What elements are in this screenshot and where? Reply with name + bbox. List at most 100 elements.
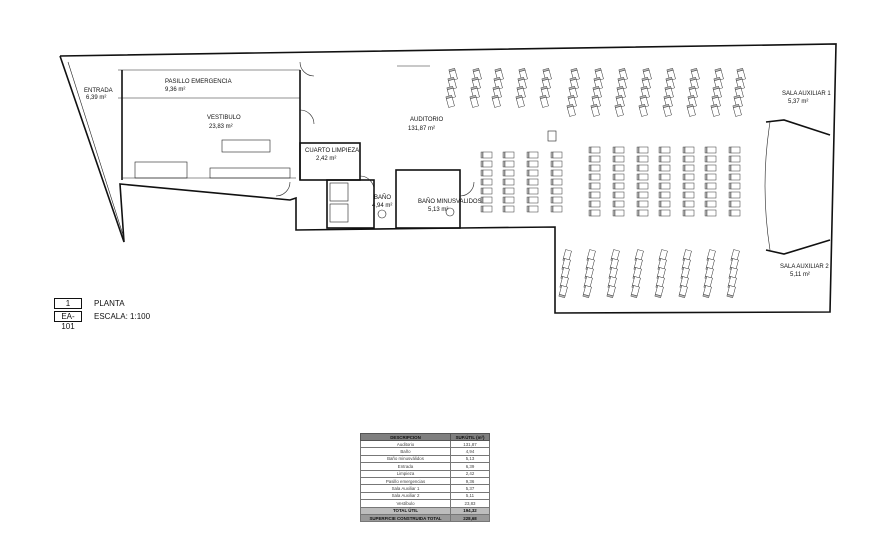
header-surface: SUP.ÚTIL (m²) — [450, 433, 490, 441]
row-value: 2,42 — [450, 469, 490, 478]
room-label-entrada: ENTRADA — [84, 88, 113, 94]
seat — [658, 173, 671, 181]
seat — [588, 209, 601, 217]
seat — [728, 155, 741, 163]
seat — [704, 155, 717, 163]
seat — [588, 191, 601, 199]
seat — [526, 205, 539, 213]
room-area-pasillo: 9,36 m² — [165, 87, 185, 93]
seat — [686, 104, 696, 117]
seat — [728, 191, 741, 199]
seat — [469, 95, 479, 108]
seat — [682, 182, 695, 190]
seat — [582, 285, 592, 298]
bath-walls — [326, 179, 375, 229]
built-label: SUPERFICIE CONSTRUIDA TOTAL — [360, 513, 451, 523]
seat — [704, 209, 717, 217]
room-label-bano: BAÑO — [374, 194, 391, 201]
seat — [658, 146, 671, 154]
seat — [702, 285, 712, 298]
row-value: 5,13 — [450, 454, 490, 464]
sheet-number: 1 — [54, 298, 82, 309]
seat — [550, 205, 563, 213]
seat — [539, 95, 549, 108]
room-label-vestibulo: VESTIBULO — [207, 115, 241, 121]
seat — [682, 146, 695, 154]
room-area-sala-aux-1: 5,37 m² — [788, 99, 808, 105]
seat — [728, 200, 741, 208]
room-area-auditorio: 131,87 m² — [408, 126, 435, 132]
seat — [480, 205, 493, 213]
seat — [638, 104, 648, 117]
reception-desk — [221, 139, 271, 153]
toilet-stall-2 — [329, 203, 349, 223]
seat — [491, 95, 501, 108]
sala-aux-1-wall — [765, 119, 831, 136]
seat — [550, 187, 563, 195]
seat — [726, 285, 736, 298]
seat — [550, 160, 563, 168]
seat — [710, 104, 720, 117]
stage-curve — [764, 121, 771, 251]
toilet — [377, 209, 387, 219]
seat — [515, 95, 525, 108]
seat — [502, 169, 515, 177]
seat — [728, 164, 741, 172]
seat — [588, 155, 601, 163]
toilet-2 — [445, 207, 455, 217]
room-area-sala-aux-2: 5,11 m² — [790, 272, 810, 278]
seat — [636, 173, 649, 181]
seat — [502, 205, 515, 213]
outer-wall — [59, 43, 837, 314]
built-value: 228,68 — [450, 513, 490, 523]
row-value: 4,94 — [450, 447, 490, 456]
seat — [588, 182, 601, 190]
seat — [526, 151, 539, 159]
room-area-entrada: 6,39 m² — [86, 95, 106, 101]
seat — [480, 196, 493, 204]
seat — [704, 164, 717, 172]
seat — [588, 200, 601, 208]
seat — [658, 191, 671, 199]
seat — [614, 104, 624, 117]
seat — [502, 151, 515, 159]
row-value: 5,11 — [450, 491, 490, 501]
seat — [588, 173, 601, 181]
seat — [612, 209, 625, 217]
seat — [612, 191, 625, 199]
room-area-bano-minusvalidos: 5,13 m² — [428, 207, 448, 213]
row-value: 23,83 — [450, 499, 490, 508]
seating-area — [445, 68, 746, 298]
seat — [658, 155, 671, 163]
seat — [480, 187, 493, 195]
seat — [658, 182, 671, 190]
seat — [704, 182, 717, 190]
door-arc — [299, 109, 315, 125]
disabled-bath-walls — [395, 169, 461, 229]
door-arc — [359, 175, 375, 191]
seat — [445, 95, 455, 108]
row-value: 9,36 — [450, 476, 490, 486]
total-label: TOTAL ÚTIL — [360, 506, 451, 515]
sala-aux-2-wall — [765, 239, 831, 255]
header-description: DESCRIPCION — [360, 433, 451, 441]
seat — [480, 169, 493, 177]
area-table-header: DESCRIPCION SUP.ÚTIL (m²) — [360, 433, 490, 441]
seat — [550, 169, 563, 177]
seat — [502, 196, 515, 204]
seat — [728, 209, 741, 217]
row-description: Vestíbulo — [360, 499, 451, 508]
seat — [502, 178, 515, 186]
seat — [480, 160, 493, 168]
seat — [636, 209, 649, 217]
seat — [526, 178, 539, 186]
